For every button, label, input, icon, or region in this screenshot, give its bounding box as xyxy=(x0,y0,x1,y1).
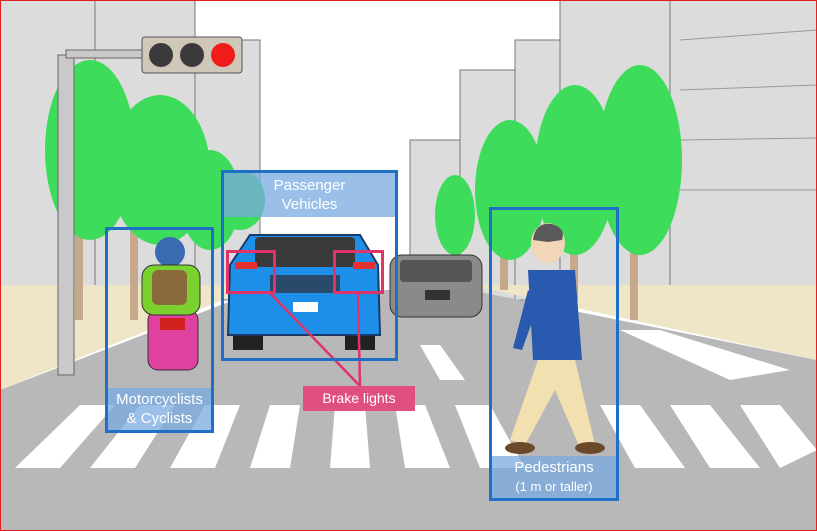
passenger-label-line1: Passenger xyxy=(273,177,346,194)
motorcyclists-label-line1: Motorcyclists xyxy=(116,391,203,408)
right-brake-light-box xyxy=(333,250,384,294)
left-brake-light-box xyxy=(226,250,276,294)
traffic-light xyxy=(57,36,243,376)
brake-light-connector-lines xyxy=(269,292,362,387)
motorcyclists-detection-box: Motorcyclists & Cyclists xyxy=(105,227,214,433)
pedestrians-label: Pedestrians (1 m or taller) xyxy=(492,456,616,498)
pedestrian xyxy=(505,223,605,454)
pedestrians-label-line2: (1 m or taller) xyxy=(515,479,593,494)
passenger-vehicles-detection-box: Passenger Vehicles xyxy=(221,170,398,361)
scooter-rider xyxy=(141,237,201,371)
motorcyclists-label-line2: & Cyclists xyxy=(126,410,193,427)
gray-car xyxy=(389,254,483,318)
passenger-vehicles-label: Passenger Vehicles xyxy=(224,173,395,217)
pedestrians-detection-box: Pedestrians (1 m or taller) xyxy=(489,207,619,501)
motorcyclists-label: Motorcyclists & Cyclists xyxy=(108,388,211,430)
brake-lights-label: Brake lights xyxy=(303,386,415,411)
crosswalk xyxy=(15,330,817,468)
passenger-label-line2: Vehicles xyxy=(281,196,338,213)
pedestrians-label-line1: Pedestrians xyxy=(514,459,594,476)
